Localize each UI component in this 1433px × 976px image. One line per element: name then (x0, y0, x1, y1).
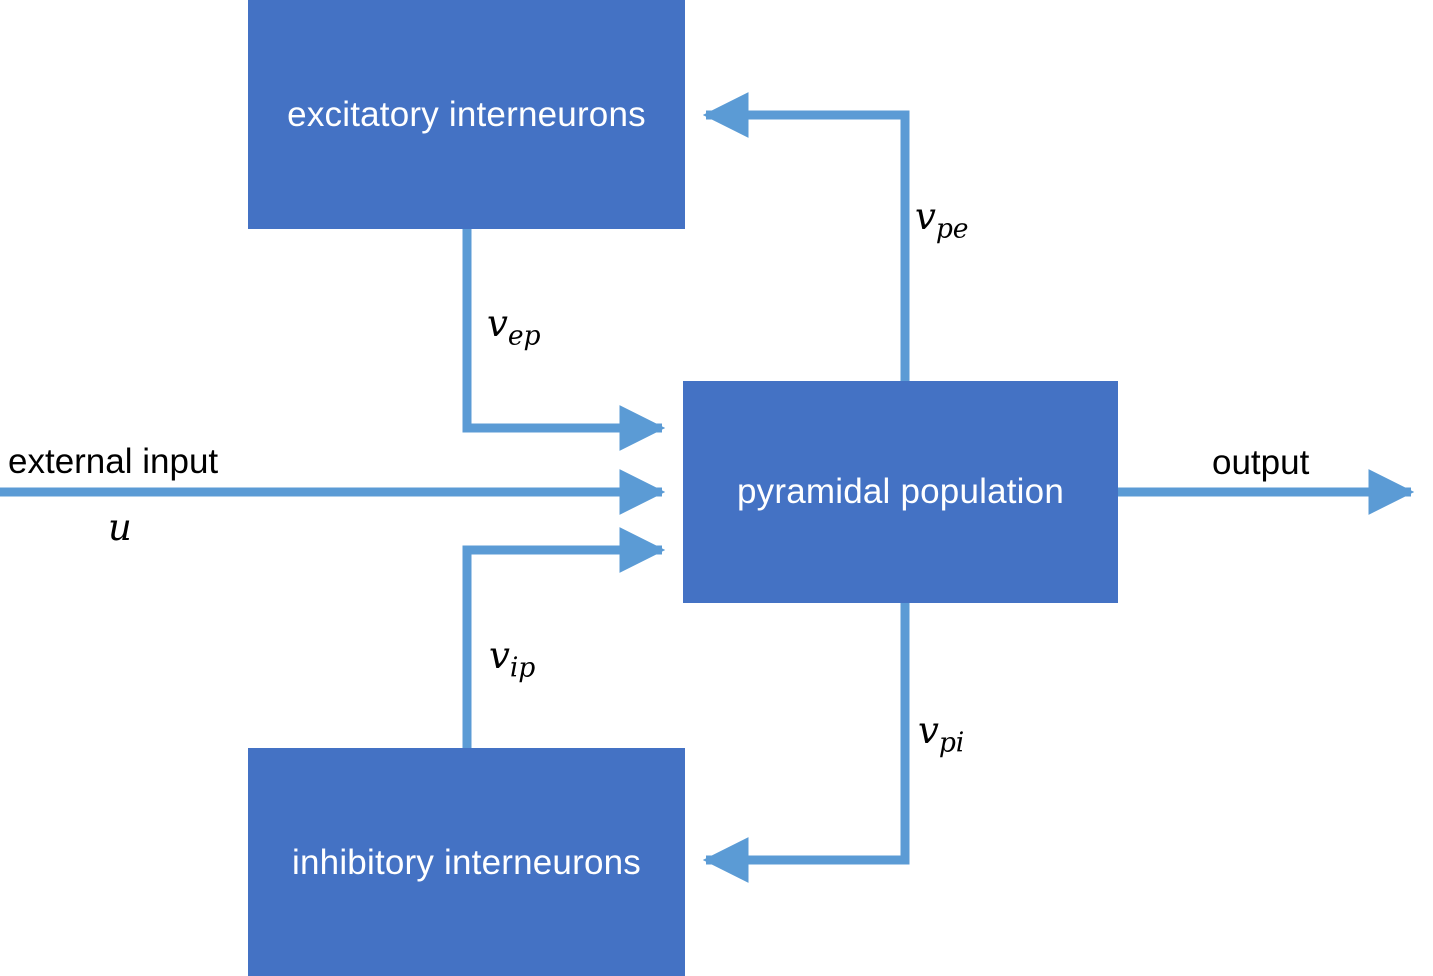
node-inhibitory-interneurons[interactable]: inhibitory interneurons (248, 748, 685, 976)
edge-inhibitory-to-pyramidal (462, 527, 666, 752)
label-v-ep-base: v (487, 302, 508, 345)
label-v-ep: vep (487, 302, 541, 352)
node-inhibitory-label: inhibitory interneurons (292, 842, 641, 882)
node-excitatory-interneurons[interactable]: excitatory interneurons (248, 0, 685, 229)
label-external-input: external input (8, 442, 219, 481)
label-v-pi-sub: pi (938, 727, 965, 759)
label-v-pe-sub: pe (935, 213, 969, 245)
edge-pyramidal-to-excitatory (702, 92, 910, 381)
label-v-pe: vpe (915, 195, 969, 245)
label-v-ep-sub: ep (507, 320, 541, 352)
label-v-ip-base: v (489, 634, 510, 677)
label-u: u (108, 509, 132, 554)
label-u-base: u (108, 506, 132, 549)
label-output: output (1212, 443, 1310, 482)
node-excitatory-label: excitatory interneurons (287, 94, 646, 134)
label-v-pi: vpi (918, 712, 964, 757)
node-pyramidal-label: pyramidal population (737, 472, 1064, 511)
label-v-ip-sub: ip (509, 652, 536, 684)
label-v-ip: vip (489, 637, 535, 682)
edge-excitatory-to-pyramidal (462, 229, 666, 451)
label-v-pe-base: v (915, 195, 936, 238)
label-v-pi-base: v (918, 709, 939, 752)
edge-pyramidal-to-inhibitory (702, 603, 910, 883)
node-pyramidal-population[interactable]: pyramidal population (683, 381, 1118, 603)
